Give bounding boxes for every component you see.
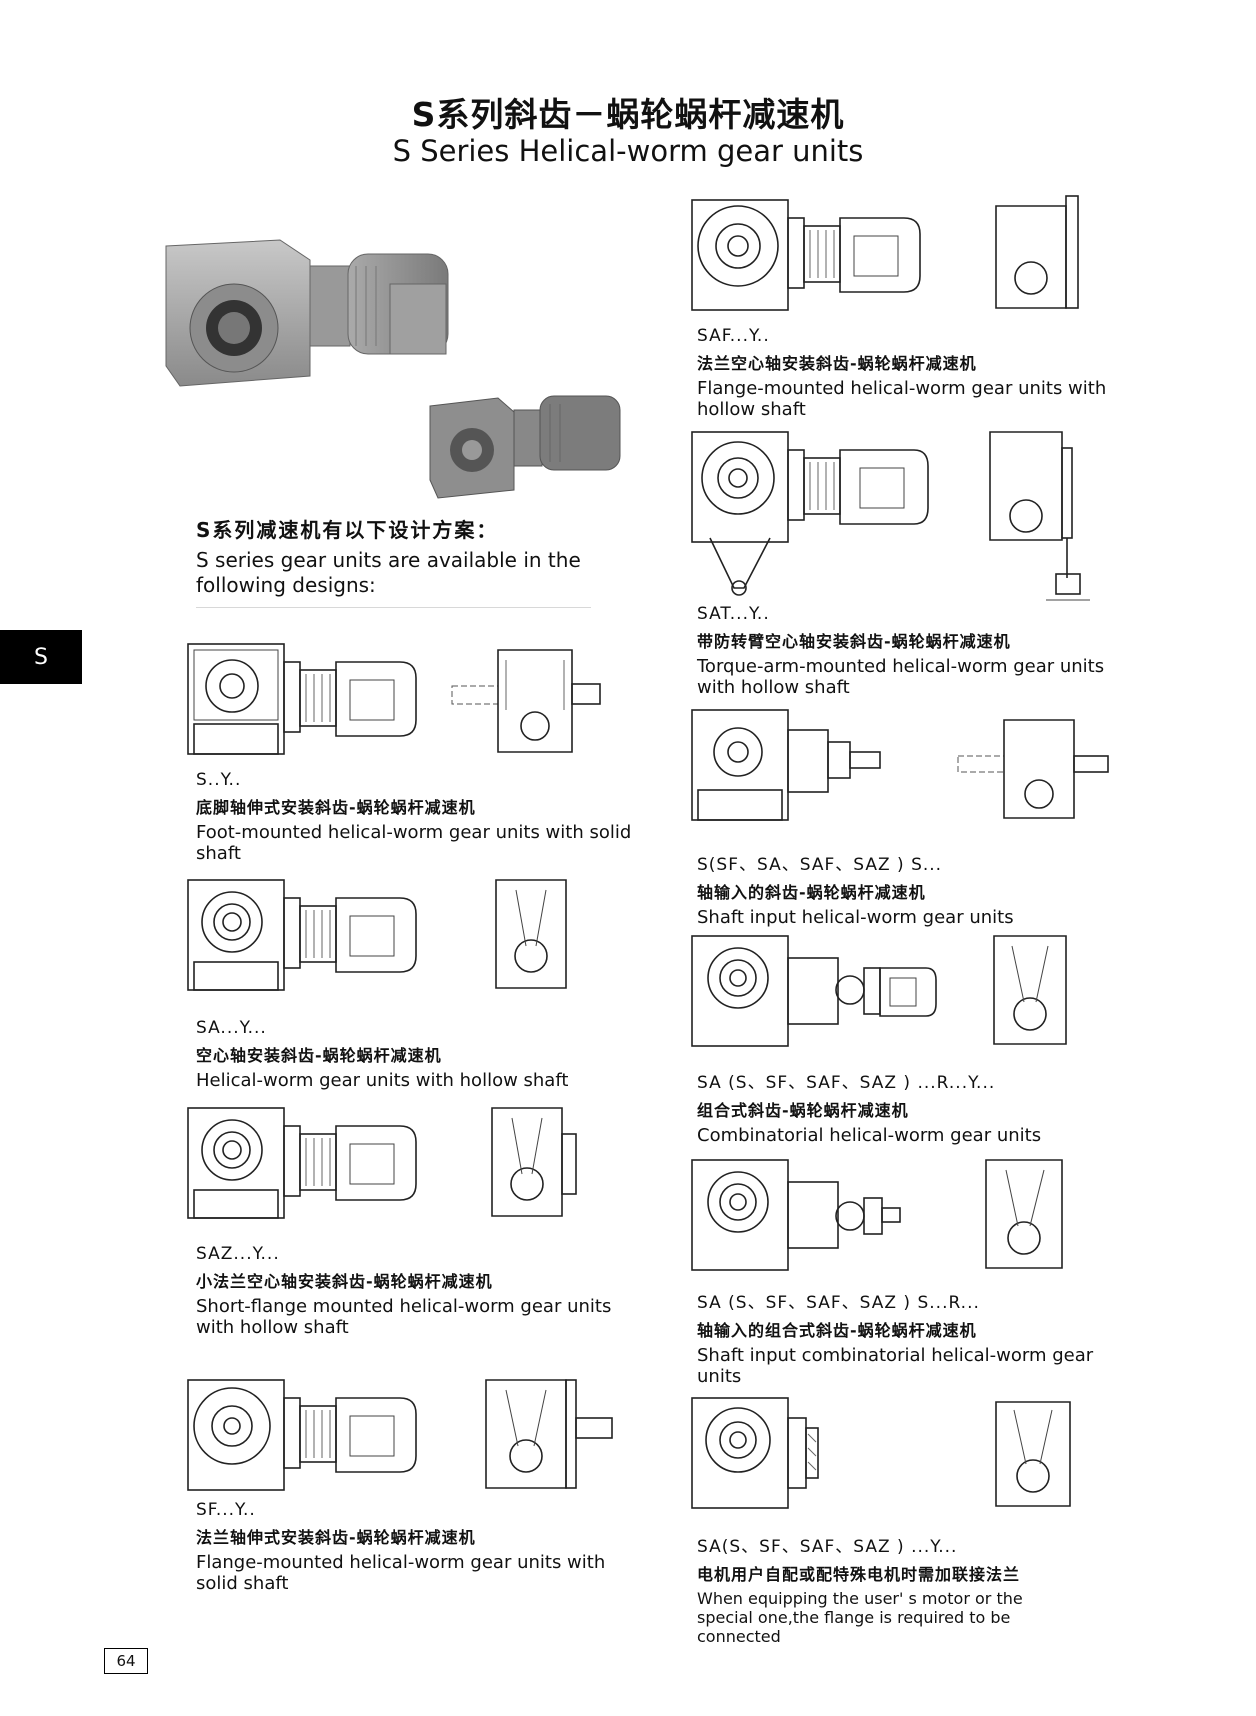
design-name-cn: 法兰空心轴安装斜齿-蜗轮蜗杆减速机 (697, 354, 977, 373)
section-tab: S (0, 630, 82, 684)
design-caption-s-y: S..Y.. 底脚轴伸式安装斜齿-蜗轮蜗杆减速机 Foot-mounted he… (196, 770, 636, 864)
design-code: SAT...Y.. (697, 604, 770, 624)
design-code: SAZ...Y... (196, 1244, 280, 1264)
design-caption-shaft-input: S(SF、SA、SAF、SAZ ) S... 轴输入的斜齿-蜗轮蜗杆减速机 Sh… (697, 850, 1137, 928)
design-name-en: When equipping the user' s motor or the … (697, 1589, 1023, 1646)
design-name-en: Combinatorial helical-worm gear units (697, 1125, 1042, 1146)
page-title-en: S Series Helical-worm gear units (392, 134, 864, 168)
gear-unit-drawing-shaft-input-combinatorial (691, 1159, 1063, 1271)
design-name-cn: 底脚轴伸式安装斜齿-蜗轮蜗杆减速机 (196, 798, 476, 817)
design-code: S..Y.. (196, 770, 242, 790)
design-name-en: Flange-mounted helical-worm gear units w… (697, 378, 1107, 420)
design-caption-sa-y: SA...Y... 空心轴安装斜齿-蜗轮蜗杆减速机 Helical-worm g… (196, 1018, 636, 1091)
page-title-cn: S系列斜齿－蜗轮蜗杆减速机 (411, 95, 845, 134)
design-code: SA...Y... (196, 1018, 267, 1038)
design-name-cn: 法兰轴伸式安装斜齿-蜗轮蜗杆减速机 (196, 1528, 476, 1547)
gear-motor-photo-large (165, 239, 449, 387)
gear-unit-drawing-combinatorial (691, 935, 1067, 1047)
design-name-en: Helical-worm gear units with hollow shaf… (196, 1070, 569, 1091)
design-name-en: Short-flange mounted helical-worm gear u… (196, 1296, 612, 1338)
design-code: SA(S、SF、SAF、SAZ ) ...Y... (697, 1537, 958, 1557)
gear-unit-drawing-saz-y (187, 1107, 577, 1219)
gear-unit-drawing-flange (691, 1397, 1071, 1509)
gear-motor-photo-small (429, 395, 621, 499)
design-name-cn: 空心轴安装斜齿-蜗轮蜗杆减速机 (196, 1046, 442, 1065)
design-caption-sat-y: SAT...Y.. 带防转臂空心轴安装斜齿-蜗轮蜗杆减速机 Torque-arm… (697, 604, 1137, 698)
gear-unit-drawing-saf-y (691, 195, 1079, 311)
design-name-en: Torque-arm-mounted helical-worm gear uni… (697, 656, 1105, 698)
gear-unit-drawing-sf-y (187, 1379, 613, 1491)
design-code: SAF...Y.. (697, 326, 770, 346)
design-name-cn: 小法兰空心轴安装斜齿-蜗轮蜗杆减速机 (196, 1272, 493, 1291)
design-name-cn: 轴输入的斜齿-蜗轮蜗杆减速机 (697, 883, 926, 902)
design-code: SF...Y.. (196, 1500, 256, 1520)
design-name-en: Shaft input helical-worm gear units (697, 907, 1014, 928)
design-caption-sf-y: SF...Y.. 法兰轴伸式安装斜齿-蜗轮蜗杆减速机 Flange-mounte… (196, 1500, 636, 1594)
gear-unit-drawing-shaft-input (691, 709, 1109, 821)
design-name-en: Foot-mounted helical-worm gear units wit… (196, 822, 632, 864)
design-name-cn: 轴输入的组合式斜齿-蜗轮蜗杆减速机 (697, 1321, 977, 1340)
design-caption-saf-y: SAF...Y.. 法兰空心轴安装斜齿-蜗轮蜗杆减速机 Flange-mount… (697, 326, 1137, 420)
design-name-cn: 组合式斜齿-蜗轮蜗杆减速机 (697, 1101, 909, 1120)
gear-unit-drawing-sat-y (691, 431, 1090, 601)
design-code: SA (S、SF、SAF、SAZ ) S...R... (697, 1293, 980, 1313)
design-caption-flange: SA(S、SF、SAF、SAZ ) ...Y... 电机用户自配或配特殊电机时需… (697, 1532, 1077, 1646)
design-caption-saz-y: SAZ...Y... 小法兰空心轴安装斜齿-蜗轮蜗杆减速机 Short-flan… (196, 1244, 636, 1338)
design-name-cn: 电机用户自配或配特殊电机时需加联接法兰 (697, 1565, 1021, 1584)
gear-unit-drawing-sa-y (187, 879, 567, 991)
design-name-en: Flange-mounted helical-worm gear units w… (196, 1552, 606, 1594)
intro-en: S series gear units are available in the… (196, 548, 581, 597)
design-name-en: Shaft input combinatorial helical-worm g… (697, 1345, 1094, 1387)
design-caption-shaft-input-combinatorial: SA (S、SF、SAF、SAZ ) S...R... 轴输入的组合式斜齿-蜗轮… (697, 1288, 1097, 1387)
design-code: SA (S、SF、SAF、SAZ ) ...R...Y... (697, 1073, 996, 1093)
design-name-cn: 带防转臂空心轴安装斜齿-蜗轮蜗杆减速机 (697, 632, 1011, 651)
page-number: 64 (104, 1648, 148, 1674)
gear-unit-drawing-s-y (187, 643, 601, 755)
intro-divider (196, 607, 591, 608)
design-code: S(SF、SA、SAF、SAZ ) S... (697, 855, 943, 875)
intro-cn: S系列减速机有以下设计方案： (196, 518, 499, 542)
design-caption-combinatorial: SA (S、SF、SAF、SAZ ) ...R...Y... 组合式斜齿-蜗轮蜗… (697, 1068, 1137, 1146)
